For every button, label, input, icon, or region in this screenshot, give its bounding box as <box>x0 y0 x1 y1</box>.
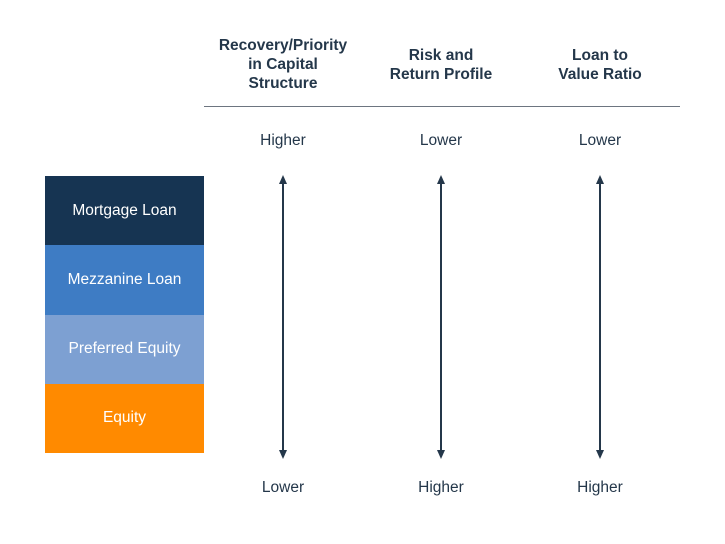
stack-block-label: Equity <box>102 409 147 427</box>
stack-block-label: Mortgage Loan <box>72 201 177 219</box>
stack-block-preferred-equity: Preferred Equity <box>45 314 204 384</box>
column-header-loan-to-value: Loan to Value Ratio <box>525 46 675 84</box>
column-top-label: Lower <box>578 132 622 149</box>
column-top-label: Lower <box>419 132 463 149</box>
double-arrow-icon <box>437 175 445 459</box>
stack-block-equity: Equity <box>45 383 204 453</box>
column-header-recovery-priority: Recovery/Priority in Capital Structure <box>208 36 358 93</box>
header-line: Loan to <box>572 47 628 64</box>
stack-block-mezzanine-loan: Mezzanine Loan <box>45 245 204 315</box>
double-arrow-icon <box>596 175 604 459</box>
column-bottom-label: Higher <box>577 479 623 496</box>
header-line: Recovery/Priority <box>218 37 348 54</box>
column-bottom-label: Higher <box>418 479 464 496</box>
header-line: Structure <box>248 75 318 92</box>
header-line: in Capital <box>248 56 318 73</box>
header-line: Value Ratio <box>558 66 642 83</box>
stack-block-label: Preferred Equity <box>68 340 181 358</box>
stack-block-label: Mezzanine Loan <box>67 270 182 288</box>
header-line: Return Profile <box>389 66 493 83</box>
column-top-label: Higher <box>260 132 306 149</box>
column-header-risk-return: Risk and Return Profile <box>366 46 516 84</box>
stack-block-mortgage-loan: Mortgage Loan <box>45 176 204 246</box>
header-divider <box>204 106 680 107</box>
header-line: Risk and <box>408 47 474 64</box>
double-arrow-icon <box>279 175 287 459</box>
capital-stack: Mortgage Loan Mezzanine Loan Preferred E… <box>45 176 204 453</box>
column-bottom-label: Lower <box>261 479 305 496</box>
